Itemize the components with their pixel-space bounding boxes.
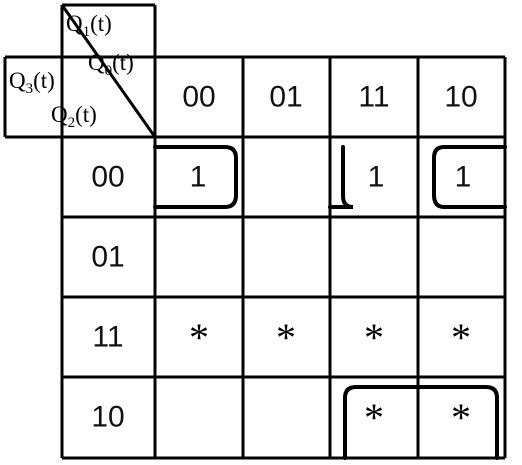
row-headers: 00 01 11 10 — [91, 161, 124, 434]
row-header: 11 — [92, 321, 123, 354]
column-headers: 00 01 11 10 — [182, 81, 477, 114]
cell-value: * — [364, 315, 384, 360]
corner-label-q1: Q1(t) — [66, 11, 112, 40]
column-header: 00 — [182, 81, 215, 114]
cell-value: * — [364, 395, 384, 440]
row-header: 00 — [91, 161, 124, 194]
cell-value: 1 — [368, 161, 385, 194]
cell-value: * — [451, 395, 471, 440]
grid-lines — [60, 5, 507, 460]
group-loop-bottom — [343, 385, 499, 460]
corner-label-q2: Q2(t) — [51, 102, 97, 131]
grouping-loops — [153, 145, 507, 460]
row-header: 10 — [91, 401, 124, 434]
corner-label-q0: Q0(t) — [88, 50, 134, 79]
cell-value: 1 — [455, 161, 472, 194]
cell-value: * — [451, 315, 471, 360]
column-header: 01 — [269, 81, 302, 114]
cell-value: 1 — [190, 161, 207, 194]
column-header: 10 — [444, 81, 477, 114]
group-loop-wrap-right — [432, 145, 507, 209]
cell-values: 1 1 1 * * * * * * — [189, 161, 471, 441]
cell-value: * — [189, 315, 209, 360]
row-header: 01 — [91, 241, 124, 274]
corner-label-q3: Q3(t) — [9, 68, 55, 97]
column-header: 11 — [358, 81, 389, 114]
group-loop-wrap-left — [328, 145, 354, 209]
cell-value: * — [276, 315, 296, 360]
group-loop-m0 — [153, 145, 238, 209]
